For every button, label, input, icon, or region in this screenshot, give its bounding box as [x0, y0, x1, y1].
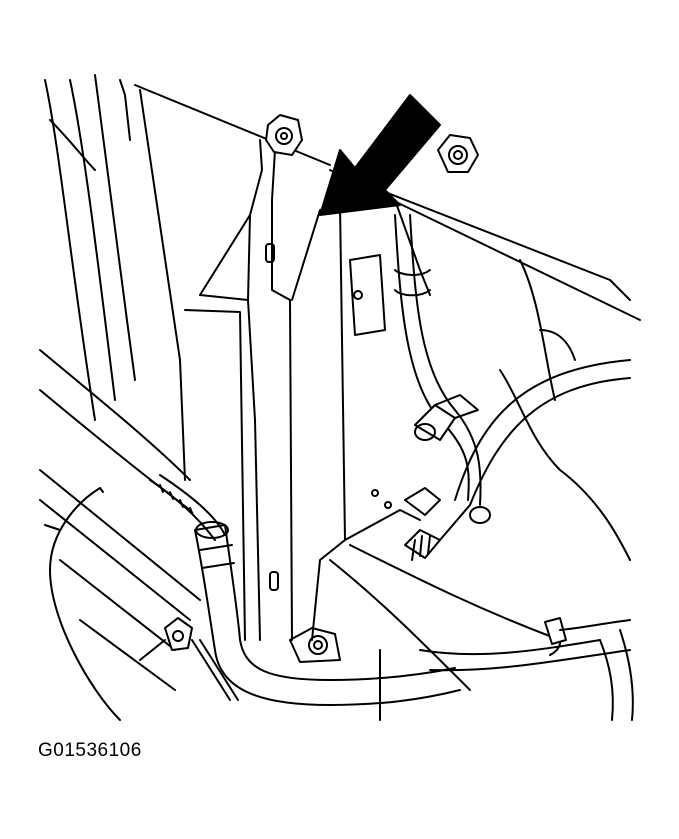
hose-fitting-icon — [404, 394, 491, 561]
clip-icon — [139, 617, 239, 701]
bolt-icon — [265, 114, 303, 156]
bottom-bolt-icon — [289, 627, 341, 663]
nut-icon — [437, 134, 479, 173]
cooler-bracket-diagram — [39, 74, 641, 721]
figure-id-label: G01536106 — [38, 740, 142, 761]
wire-harness — [44, 474, 226, 721]
main-hose — [194, 521, 461, 706]
arrow-indicator-icon — [319, 94, 441, 216]
cooler-lines — [394, 214, 631, 561]
lower-frame — [39, 349, 634, 721]
hose-clip-right — [544, 617, 631, 645]
body-panel-left — [44, 74, 331, 481]
